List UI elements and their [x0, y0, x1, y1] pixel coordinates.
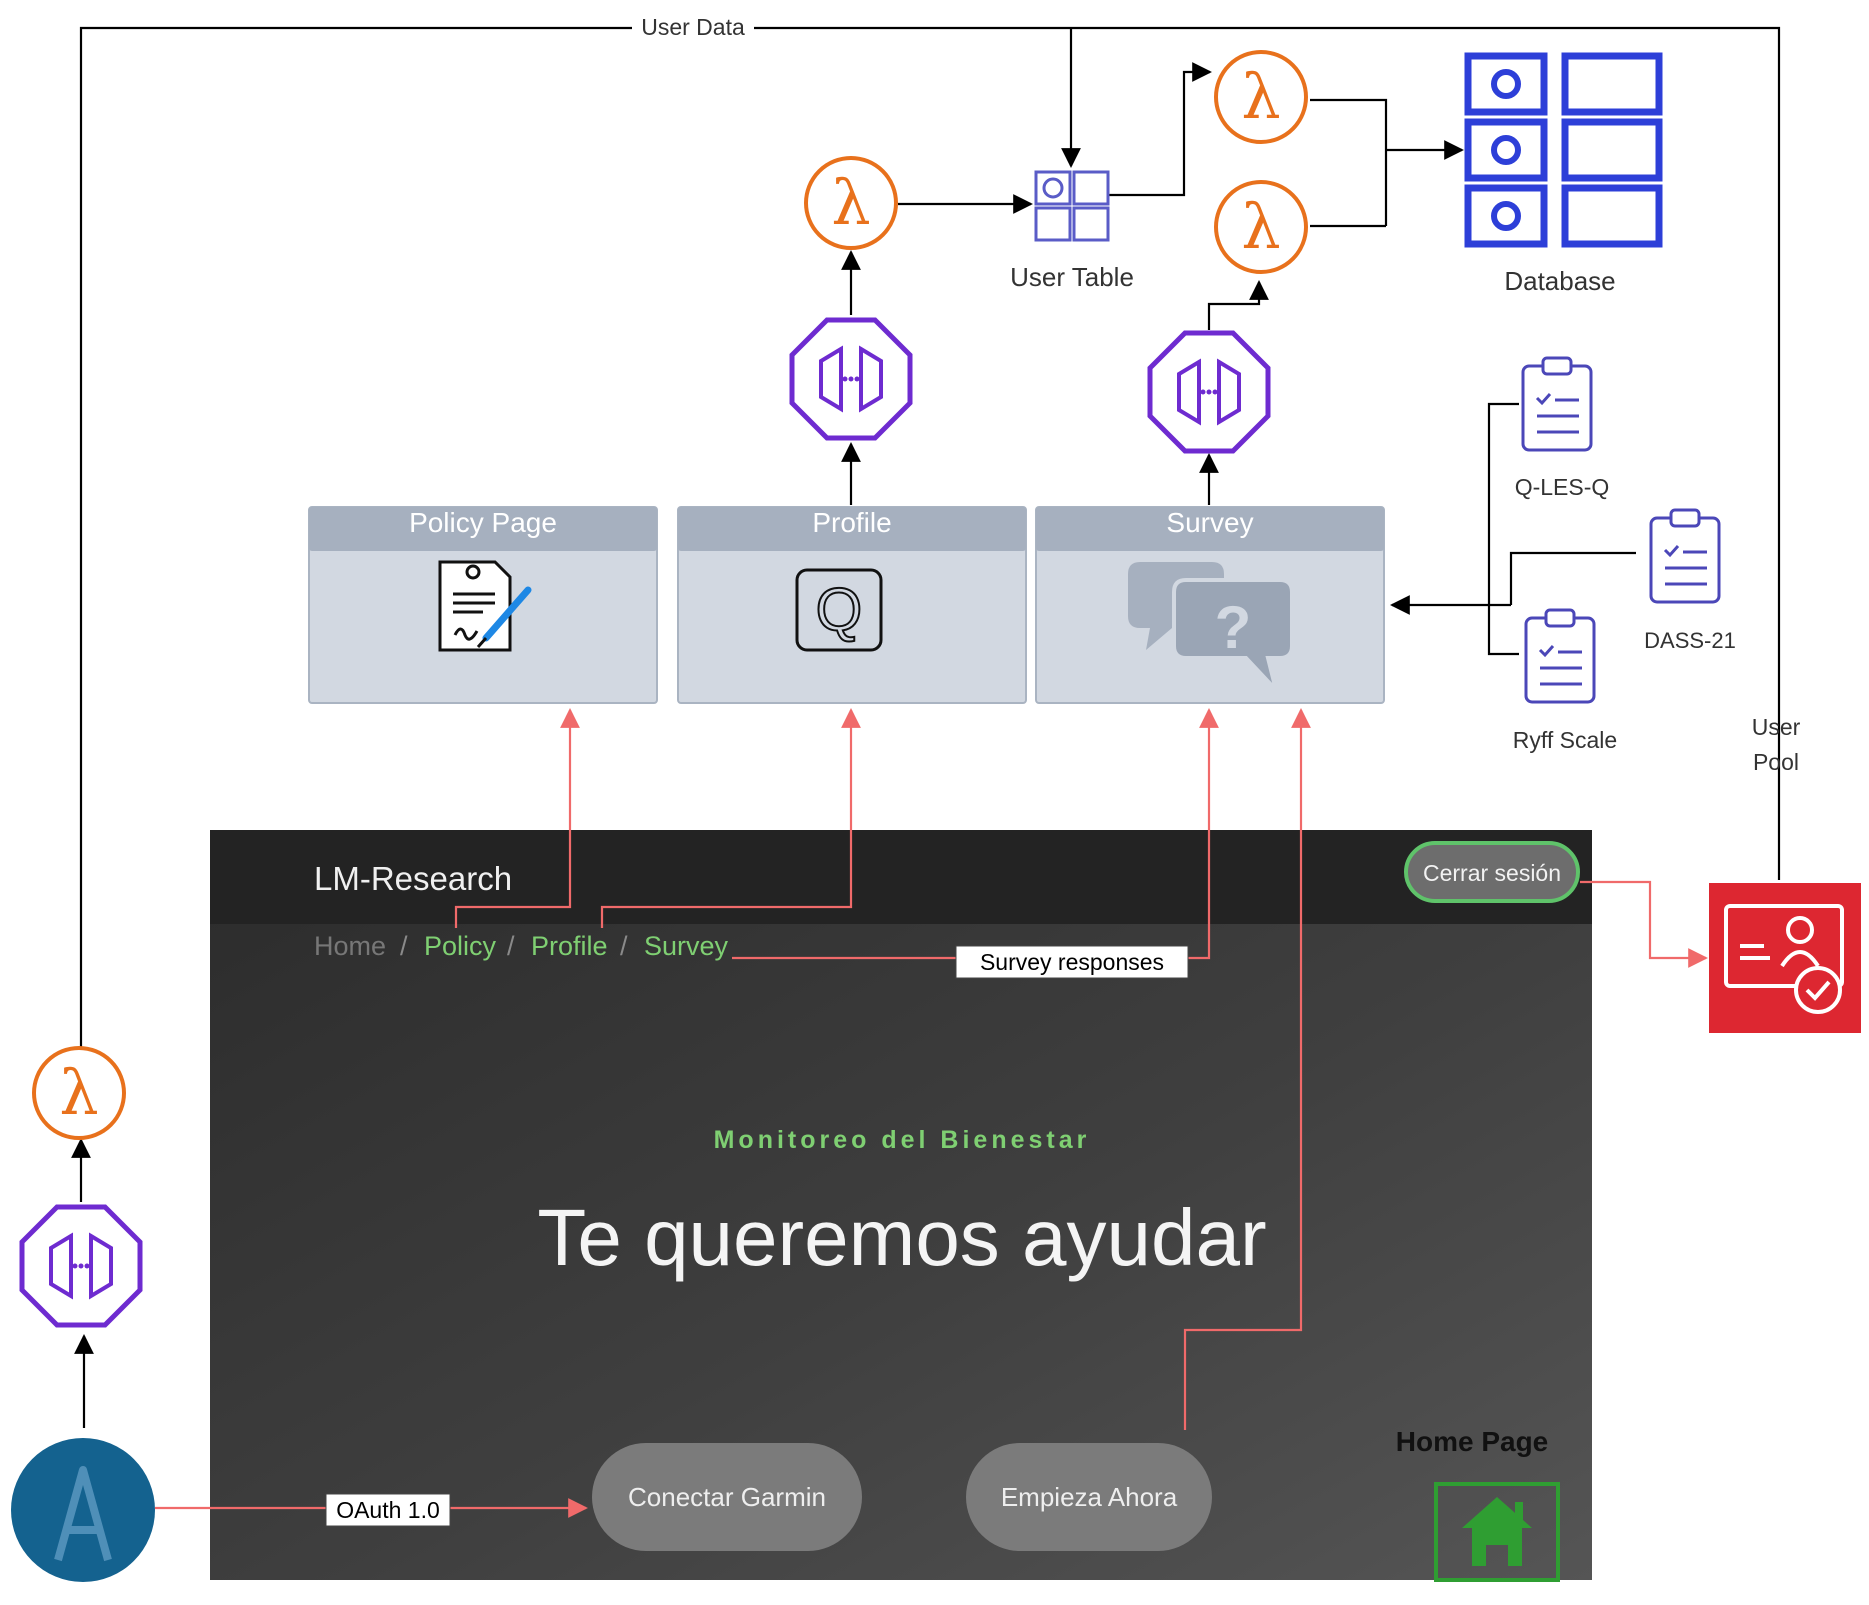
gateway-to-lambda-arrow [1207, 280, 1269, 330]
svg-text:λ: λ [831, 166, 870, 239]
logout-to-user-pool-arrow [1580, 880, 1708, 968]
dass21-label: DASS-21 [1644, 628, 1736, 653]
ryff-scale-label: Ryff Scale [1513, 727, 1617, 753]
user-pool-label-line1: User [1752, 714, 1801, 740]
clipboard-icon [1649, 508, 1721, 604]
clipboard-icon [1521, 356, 1593, 452]
survey-title: Survey [1166, 507, 1253, 538]
amplify-icon [11, 1438, 155, 1582]
connect-garmin-label: Conectar Garmin [628, 1482, 826, 1512]
edge-labels: User Data Survey responses OAuth 1.0 Use… [325, 12, 1801, 1527]
hero-headline: Te queremos ayudar [537, 1193, 1266, 1282]
start-now-button[interactable]: Empieza Ahora [966, 1443, 1212, 1551]
api-gateway-icon [1147, 330, 1271, 454]
lambda-icon: λ [1214, 180, 1308, 274]
qldb-icon: Q [795, 568, 883, 652]
logout-button-label: Cerrar sesión [1423, 860, 1561, 886]
lambda-icon: λ [1214, 50, 1308, 144]
user-table-to-lambda-arrow [1108, 62, 1212, 197]
user-table-icon [1034, 170, 1110, 242]
start-now-label: Empieza Ahora [1001, 1482, 1178, 1512]
questionnaires-bracket [1487, 402, 1519, 656]
svg-text:λ: λ [1241, 60, 1280, 133]
profile-link-to-profile-page [600, 708, 861, 928]
user-pool-label-line2: Pool [1753, 749, 1799, 775]
breadcrumb-home[interactable]: Home [314, 931, 386, 961]
breadcrumb-separator: / [507, 931, 515, 961]
api-gateway-icon [19, 1204, 143, 1328]
database-icon [1464, 52, 1663, 248]
policy-page-title: Policy Page [409, 507, 557, 538]
start-now-to-survey-line [1183, 708, 1311, 1430]
hero-eyebrow: Monitoreo del Bienestar [714, 1126, 1091, 1154]
user-table-label: User Table [1010, 262, 1134, 292]
question-glyph: ? [1215, 594, 1252, 661]
qldb-glyph: Q [816, 576, 863, 643]
lambda-to-db-line [1310, 98, 1388, 226]
breadcrumb-survey[interactable]: Survey [644, 931, 729, 961]
breadcrumb-policy[interactable]: Policy [424, 931, 497, 961]
red-connectors [155, 708, 1708, 1518]
api-gateway-icon [789, 317, 913, 441]
lambda-icon: λ [32, 1046, 126, 1140]
breadcrumb-separator: / [620, 931, 628, 961]
profile-card: Profile Q [677, 506, 1027, 704]
user-data-label: User Data [641, 14, 745, 40]
app-brand: LM-Research [314, 860, 512, 897]
lambda-icon: λ [804, 156, 898, 250]
oauth-label: OAuth 1.0 [336, 1497, 440, 1523]
logout-button[interactable]: Cerrar sesión [1404, 841, 1580, 903]
policy-page-card: Policy Page [308, 506, 658, 704]
certificate-icon [438, 560, 532, 652]
dass-connector [1509, 551, 1636, 605]
database-label: Database [1504, 266, 1615, 296]
profile-title: Profile [812, 507, 891, 538]
breadcrumb: Home / Policy / Profile / Survey [314, 931, 729, 961]
survey-card: Survey ? [1035, 506, 1385, 704]
cognito-user-pool-icon [1709, 883, 1861, 1033]
svg-text:λ: λ [59, 1056, 98, 1129]
connect-garmin-button[interactable]: Conectar Garmin [592, 1443, 862, 1551]
policy-link-to-policy-page [454, 708, 580, 928]
survey-responses-label: Survey responses [980, 949, 1164, 975]
home-page-label: Home Page [1396, 1426, 1549, 1457]
black-connectors [71, 26, 1781, 1428]
user-data-loop-line [79, 26, 1781, 1100]
survey-responses-line [732, 708, 1219, 960]
home-page-mockup: LM-Research Home / Policy / Profile / Su… [210, 830, 1592, 1582]
question-bubbles-icon: ? [1128, 562, 1294, 697]
home-icon [1434, 1482, 1560, 1582]
qlesq-label: Q-LES-Q [1515, 474, 1610, 500]
clipboard-icon [1524, 608, 1596, 704]
breadcrumb-separator: / [400, 931, 408, 961]
svg-text:λ: λ [1241, 190, 1280, 263]
app-navbar [210, 830, 1592, 924]
breadcrumb-profile[interactable]: Profile [531, 931, 608, 961]
